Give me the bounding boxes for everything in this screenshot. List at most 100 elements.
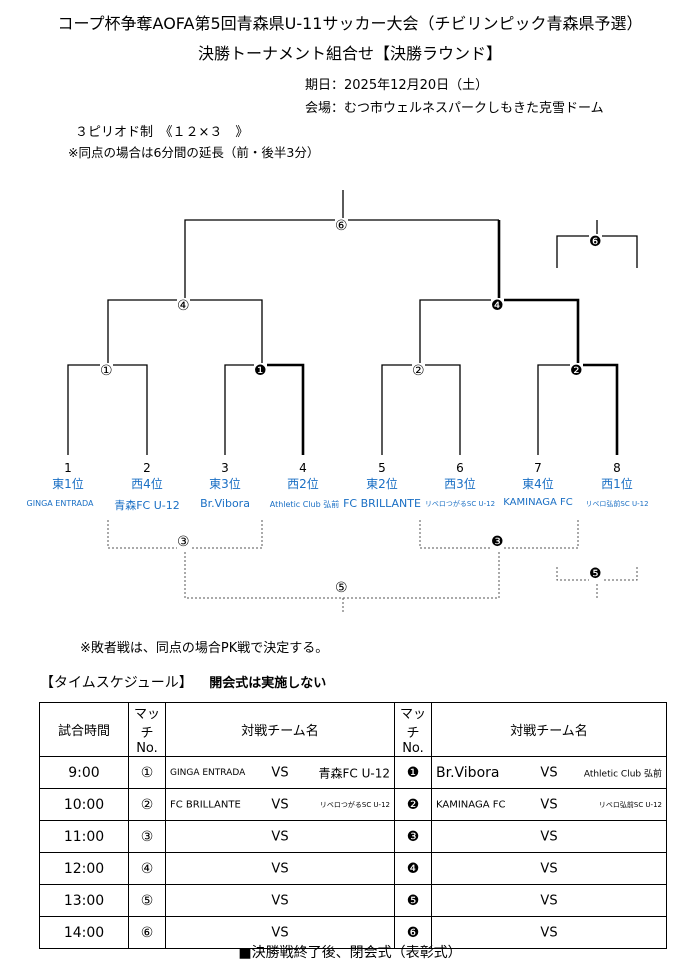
table-row: 13:00 ⑤ VS ❺ VS xyxy=(39,884,667,917)
footer-note: ■決勝戦終了後、閉会式（表彰式） xyxy=(238,945,462,961)
match-time: 10:00 xyxy=(39,788,129,821)
team-name: KAMINAGA FC xyxy=(503,497,573,508)
vs-label: VS xyxy=(540,829,558,844)
match-mark-4: ④ xyxy=(177,298,190,314)
matchup: KAMINAGA FC VS リベロ弘前SC U-12 xyxy=(431,788,667,821)
seed-number: 2 xyxy=(143,461,151,475)
seed-position: 西1位 xyxy=(601,477,633,491)
match-number: ❹ xyxy=(394,852,432,885)
home-team: GINGA ENTRADA xyxy=(170,767,246,778)
vs-label: VS xyxy=(271,893,289,908)
vs-label: VS xyxy=(540,797,558,812)
match-mark-black-2: ❷ xyxy=(570,363,583,379)
match-number: ⑥ xyxy=(128,916,166,949)
match-number: ❻ xyxy=(394,916,432,949)
schedule-table: 試合時間 マッチNo. 対戦チーム名 マッチNo. 対戦チーム名 9:00 ① … xyxy=(39,702,667,949)
page-subtitle: 決勝トーナメント組合せ【決勝ラウンド】 xyxy=(197,44,502,63)
match-number: ④ xyxy=(128,852,166,885)
match-number: ❸ xyxy=(394,820,432,853)
ceremony-note: 開会式は実施しない xyxy=(209,676,327,691)
match-mark-2: ② xyxy=(412,363,425,379)
match-time: 12:00 xyxy=(39,852,129,885)
match-number: ❺ xyxy=(394,884,432,917)
page-title: コープ杯争奪AOFA第5回青森県U-11サッカー大会（チビリンピック青森県予選） xyxy=(57,14,643,33)
seed-position: 東2位 xyxy=(366,477,398,491)
schedule-heading: 【タイムスケジュール】 xyxy=(40,675,193,691)
match-number: ① xyxy=(128,756,166,789)
extension-note: ※同点の場合は6分間の延長（前・後半3分） xyxy=(68,145,320,160)
table-row: 14:00 ⑥ VS ❻ VS xyxy=(39,916,667,949)
matchup: VS xyxy=(431,820,667,853)
match-mark-black-3: ❸ xyxy=(491,534,504,550)
team-name: リベロ弘前SC U-12 xyxy=(585,500,649,508)
team-name: FC BRILLANTE xyxy=(343,497,421,510)
vs-label: VS xyxy=(540,925,558,940)
away-team: Athletic Club 弘前 xyxy=(583,769,662,779)
seed-number: 7 xyxy=(534,461,542,475)
header-time: 試合時間 xyxy=(39,702,129,757)
matchup: VS xyxy=(165,820,395,853)
match-mark-1: ① xyxy=(100,363,113,379)
header-match-no: マッチNo. xyxy=(128,702,166,757)
vs-label: VS xyxy=(540,861,558,876)
match-mark-black-5: ❺ xyxy=(589,566,602,582)
match-time: 9:00 xyxy=(39,756,129,789)
match-mark-5: ⑤ xyxy=(335,580,348,596)
seed-position: 西2位 xyxy=(287,477,319,491)
match-time: 13:00 xyxy=(39,884,129,917)
seed-number: 6 xyxy=(456,461,464,475)
seed-number: 1 xyxy=(64,461,72,475)
match-number: ③ xyxy=(128,820,166,853)
away-team: リベロつがるSC U-12 xyxy=(319,800,390,809)
match-mark-3: ③ xyxy=(177,534,190,550)
seed-position: 東4位 xyxy=(522,477,554,491)
header-teams: 対戦チーム名 xyxy=(165,702,395,757)
away-team: 青森FC U-12 xyxy=(318,766,390,780)
vs-label: VS xyxy=(271,797,289,812)
schedule-title: 【タイムスケジュール】 開会式は実施しない xyxy=(40,672,326,692)
match-time: 11:00 xyxy=(39,820,129,853)
loser-match-note: ※敗者戦は、同点の場合PK戦で決定する。 xyxy=(80,641,329,656)
seed-number: 4 xyxy=(299,461,307,475)
match-number: ❶ xyxy=(394,756,432,789)
table-row: 11:00 ③ VS ❸ VS xyxy=(39,820,667,853)
table-row: 12:00 ④ VS ❹ VS xyxy=(39,852,667,885)
matchup: VS xyxy=(165,852,395,885)
vs-label: VS xyxy=(271,829,289,844)
header-match-no: マッチNo. xyxy=(394,702,432,757)
venue-text: 会場：むつ市ウェルネスパークしもきた克雪ドーム xyxy=(305,101,604,116)
home-team: FC BRILLANTE xyxy=(170,799,241,810)
seed-position: 東1位 xyxy=(52,477,84,491)
away-team: リベロ弘前SC U-12 xyxy=(598,800,662,809)
vs-label: VS xyxy=(271,765,289,780)
vs-label: VS xyxy=(540,893,558,908)
match-mark-6: ⑥ xyxy=(335,218,348,234)
seed-number: 3 xyxy=(221,461,229,475)
team-name: リベロつがるSC U-12 xyxy=(424,500,496,508)
date-text: 期日：2025年12月20日（土） xyxy=(305,78,489,93)
vs-label: VS xyxy=(271,861,289,876)
match-mark-black-4: ❹ xyxy=(491,298,504,314)
header-teams: 対戦チーム名 xyxy=(431,702,667,757)
period-text: ３ピリオド制 《１２×３ 》 xyxy=(75,125,249,140)
tournament-bracket xyxy=(67,190,638,612)
vs-label: VS xyxy=(271,925,289,940)
matchup: VS xyxy=(431,884,667,917)
match-number: ❷ xyxy=(394,788,432,821)
team-name: GINGA ENTRADA xyxy=(26,499,94,508)
matchup: VS xyxy=(165,884,395,917)
home-team: Br.Vibora xyxy=(436,764,500,781)
home-team: KAMINAGA FC xyxy=(436,799,506,810)
seed-position: 東3位 xyxy=(209,477,241,491)
matchup: VS xyxy=(431,852,667,885)
matchup: VS xyxy=(165,916,395,949)
seed-position: 西4位 xyxy=(131,477,163,491)
